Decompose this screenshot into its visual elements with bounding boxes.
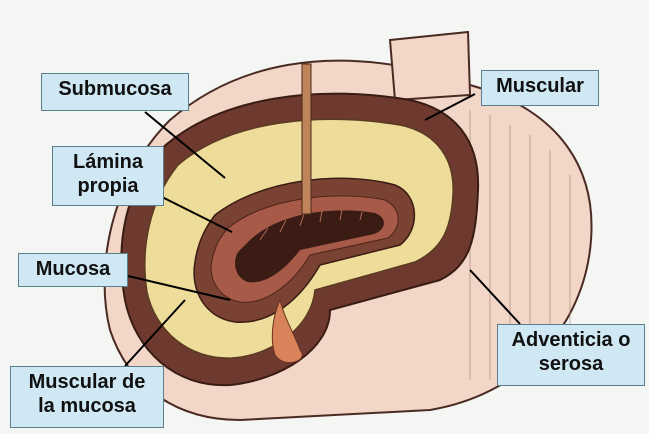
label-muscular-line-1: Muscular xyxy=(488,74,592,98)
label-muscular-de-la-mucosa: Muscular de la mucosa xyxy=(10,366,164,428)
label-mucosa: Mucosa xyxy=(18,253,128,287)
label-adventicia-o-serosa-line-2: serosa xyxy=(504,352,638,376)
label-submucosa-line-1: Submucosa xyxy=(48,77,182,101)
label-lamina-propia-line-2: propia xyxy=(59,174,157,198)
label-muscular-de-la-mucosa-line-2: la mucosa xyxy=(17,394,157,418)
label-muscular: Muscular xyxy=(481,70,599,106)
label-muscular-de-la-mucosa-line-1: Muscular de xyxy=(17,370,157,394)
label-adventicia-o-serosa-line-1: Adventicia o xyxy=(504,328,638,352)
label-adventicia-o-serosa: Adventicia o serosa xyxy=(497,324,645,386)
label-lamina-propia: Lámina propia xyxy=(52,146,164,206)
vertical-rod xyxy=(302,64,311,214)
outer-flap xyxy=(390,32,470,100)
label-submucosa: Submucosa xyxy=(41,73,189,111)
label-mucosa-line-1: Mucosa xyxy=(25,257,121,281)
label-lamina-propia-line-1: Lámina xyxy=(59,150,157,174)
